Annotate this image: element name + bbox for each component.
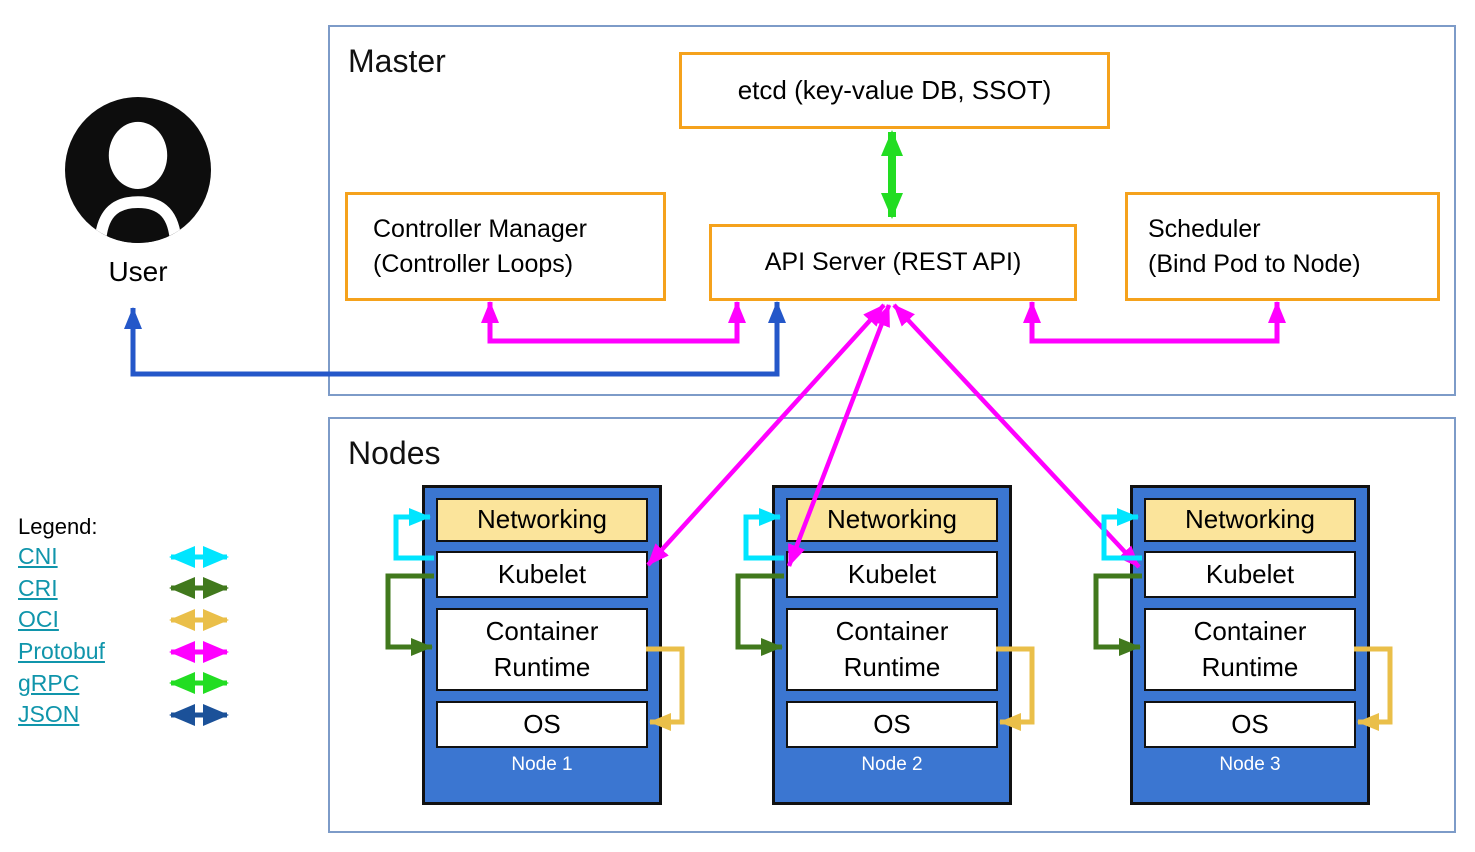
kubelet-box: Kubelet — [436, 551, 648, 598]
legend-link-json[interactable]: JSON — [18, 701, 80, 728]
networking-box: Networking — [1144, 498, 1356, 542]
etcd-box: etcd (key-value DB, SSOT) — [679, 52, 1110, 129]
container-runtime-box: Container Runtime — [1144, 608, 1356, 691]
user-label: User — [108, 256, 168, 287]
networking-label: Networking — [826, 504, 958, 535]
os-box: OS — [786, 701, 998, 748]
kubelet-box: Kubelet — [1144, 551, 1356, 598]
container-runtime-box: Container Runtime — [786, 608, 998, 691]
legend-link-cni[interactable]: CNI — [18, 543, 58, 570]
legend-row-json: JSON — [18, 699, 255, 731]
kubelet-label: Kubelet — [847, 558, 937, 589]
networking-label: Networking — [476, 504, 608, 535]
networking-box: Networking — [436, 498, 648, 542]
kubelet-label: Kubelet — [497, 558, 587, 589]
os-box: OS — [1144, 701, 1356, 748]
node-3: Networking Kubelet Container Runtime OS … — [1130, 485, 1370, 805]
legend-row-cni: CNI — [18, 541, 255, 573]
container-runtime-label: Container Runtime — [835, 616, 949, 682]
controller-manager-label-line2: (Controller Loops) — [373, 249, 574, 278]
cri-arrow-icon — [169, 577, 229, 600]
kubelet-label: Kubelet — [1205, 558, 1295, 589]
os-label: OS — [1231, 708, 1269, 739]
legend-link-grpc[interactable]: gRPC — [18, 669, 80, 696]
user-figure: User — [65, 97, 211, 288]
controller-manager-box: Controller Manager (Controller Loops) — [345, 192, 666, 301]
networking-box: Networking — [786, 498, 998, 542]
node-2: Networking Kubelet Container Runtime OS … — [772, 485, 1012, 805]
etcd-label: etcd (key-value DB, SSOT) — [737, 75, 1052, 106]
api-server-label: API Server (REST API) — [764, 248, 1022, 276]
kubelet-box: Kubelet — [786, 551, 998, 598]
legend-row-protobuf: Protobuf — [18, 636, 255, 668]
legend-link-cri[interactable]: CRI — [18, 574, 58, 601]
user-icon — [65, 97, 211, 243]
legend-link-protobuf[interactable]: Protobuf — [18, 638, 105, 665]
controller-manager-label-line1: Controller Manager — [373, 214, 587, 243]
legend-row-cri: CRI — [18, 573, 255, 605]
legend-link-oci[interactable]: OCI — [18, 606, 59, 633]
os-label: OS — [523, 708, 561, 739]
container-runtime-label: Container Runtime — [485, 616, 599, 682]
scheduler-label-line2: (Bind Pod to Node) — [1148, 249, 1361, 278]
nodes-group: Nodes Networking Kubelet Container Runti… — [328, 417, 1456, 833]
legend-row-oci: OCI — [18, 604, 255, 636]
os-box: OS — [436, 701, 648, 748]
scheduler-box: Scheduler (Bind Pod to Node) — [1125, 192, 1440, 301]
oci-arrow-icon — [169, 608, 229, 631]
master-title: Master — [348, 43, 446, 79]
cni-arrow-icon — [169, 545, 229, 568]
node-name: Node 1 — [511, 754, 573, 775]
node-name: Node 2 — [861, 754, 923, 775]
container-runtime-box: Container Runtime — [436, 608, 648, 691]
node-1: Networking Kubelet Container Runtime OS … — [422, 485, 662, 805]
node-name: Node 3 — [1219, 754, 1281, 775]
legend-row-grpc: gRPC — [18, 667, 255, 699]
json-arrow-icon — [169, 703, 229, 726]
legend: Legend: CNI CRI OCI Protobuf gRPC — [18, 514, 255, 731]
container-runtime-label: Container Runtime — [1193, 616, 1307, 682]
scheduler-label-line1: Scheduler — [1148, 214, 1261, 243]
legend-title: Legend: — [18, 514, 98, 539]
protobuf-arrow-icon — [169, 640, 229, 663]
grpc-arrow-icon — [169, 672, 229, 695]
nodes-title: Nodes — [348, 435, 441, 471]
master-group: Master etcd (key-value DB, SSOT) Control… — [328, 25, 1456, 396]
networking-label: Networking — [1184, 504, 1316, 535]
api-server-box: API Server (REST API) — [709, 224, 1077, 301]
os-label: OS — [873, 708, 911, 739]
